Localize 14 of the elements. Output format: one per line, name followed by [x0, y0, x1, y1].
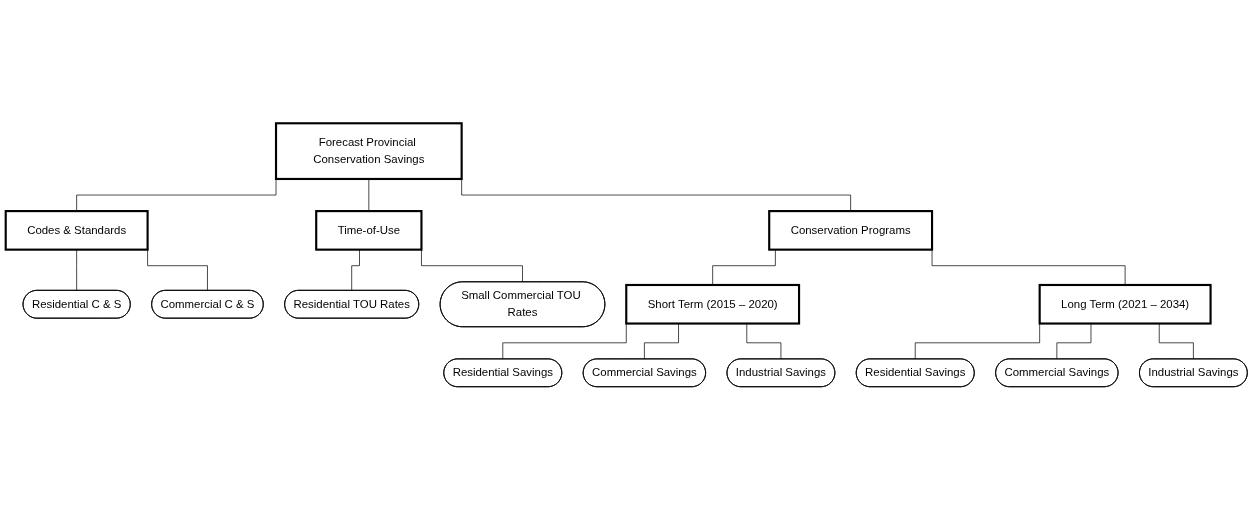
node-box: Long Term (2021 – 2034): [1038, 283, 1212, 325]
connector: [746, 323, 782, 360]
connector: [368, 178, 370, 212]
node-box: Short Term (2015 – 2020): [625, 283, 801, 325]
connector: [76, 249, 78, 292]
connector: [644, 323, 679, 360]
connector: [1158, 323, 1195, 360]
node-box: Conservation Programs: [768, 210, 934, 251]
connector: [1056, 323, 1092, 360]
node-box: Forecast Provincial Conservation Savings: [274, 122, 463, 181]
connector: [351, 249, 360, 292]
connector: [147, 249, 209, 292]
node-box: Time-of-Use: [315, 210, 423, 251]
node-box: Codes & Standards: [4, 210, 149, 251]
